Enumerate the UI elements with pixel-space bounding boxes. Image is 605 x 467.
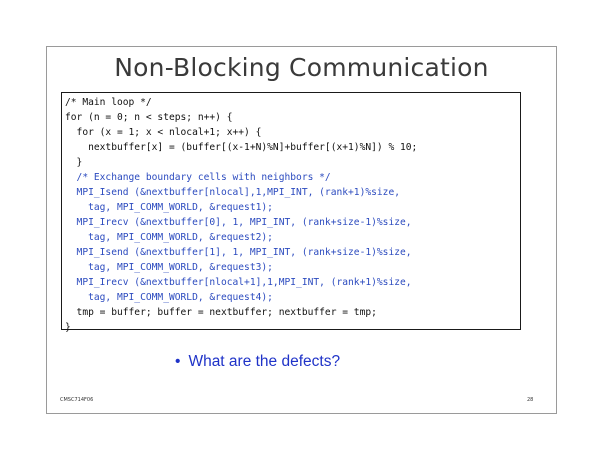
footer-course-code: CMSC714F06 — [60, 397, 94, 403]
code-line: tmp = buffer; buffer = nextbuffer; nextb… — [65, 307, 377, 318]
code-line: tag, MPI_COMM_WORLD, &request3); — [65, 262, 273, 273]
code-line: MPI_Isend (&nextbuffer[1], 1, MPI_INT, (… — [65, 247, 412, 258]
code-line: /* Main loop */ — [65, 97, 152, 108]
code-line: MPI_Isend (&nextbuffer[nlocal],1,MPI_INT… — [65, 187, 401, 198]
bullet-marker: • — [175, 353, 181, 370]
code-line: for (n = 0; n < steps; n++) { — [65, 112, 233, 123]
footer-page-number: 28 — [527, 397, 534, 403]
bullet-item: • What are the defects? — [175, 353, 340, 371]
code-box — [61, 92, 521, 330]
code-line: nextbuffer[x] = (buffer[(x-1+N)%N]+buffe… — [65, 142, 418, 153]
code-block: /* Main loop */ for (n = 0; n < steps; n+… — [65, 95, 417, 335]
bullet-text: What are the defects? — [188, 353, 341, 370]
code-line: tag, MPI_COMM_WORLD, &request2); — [65, 232, 273, 243]
code-line: MPI_Irecv (&nextbuffer[nlocal+1],1,MPI_I… — [65, 277, 412, 288]
code-line: tag, MPI_COMM_WORLD, &request4); — [65, 292, 273, 303]
slide-title: Non-Blocking Communication — [114, 53, 489, 82]
code-line: } — [65, 157, 83, 168]
code-line: /* Exchange boundary cells with neighbor… — [65, 172, 331, 183]
code-line: MPI_Irecv (&nextbuffer[0], 1, MPI_INT, (… — [65, 217, 412, 228]
code-line: tag, MPI_COMM_WORLD, &request1); — [65, 202, 273, 213]
code-line: } — [65, 322, 71, 333]
code-line: for (x = 1; x < nlocal+1; x++) { — [65, 127, 262, 138]
